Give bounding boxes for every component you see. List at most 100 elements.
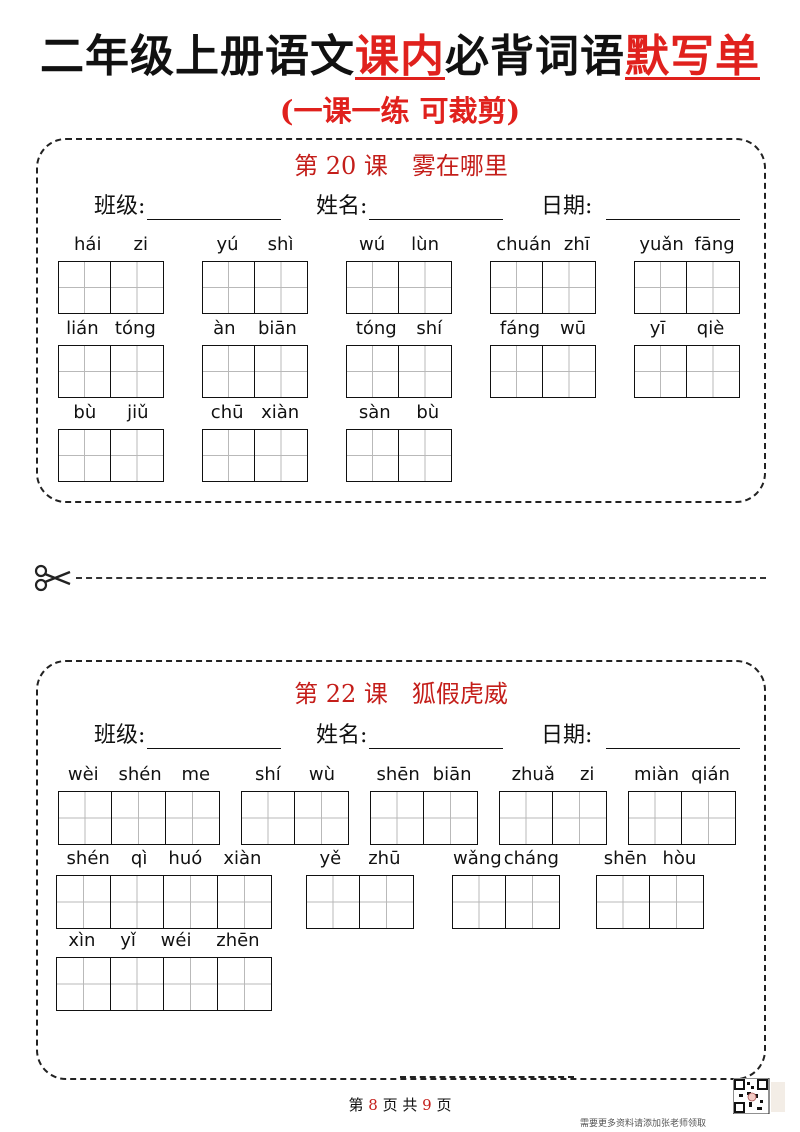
- writing-box[interactable]: [57, 958, 111, 1010]
- writing-box[interactable]: [597, 876, 651, 928]
- page-subtitle: (一课一练 可裁剪): [279, 94, 521, 128]
- pinyin-syllable: shí: [255, 764, 281, 785]
- pinyin-syllable: yě: [319, 848, 342, 869]
- name-field[interactable]: 姓名:: [316, 717, 504, 749]
- lesson-title: 第 22 课 狐假虎威: [294, 680, 508, 708]
- date-field[interactable]: 日期:: [541, 717, 741, 749]
- writing-boxes: [58, 261, 164, 314]
- writing-box[interactable]: [399, 262, 451, 313]
- writing-box[interactable]: [255, 346, 307, 397]
- pinyin-syllable: hòu: [662, 848, 697, 869]
- pinyin-syllable: jiǔ: [127, 402, 149, 423]
- writing-box[interactable]: [424, 792, 477, 844]
- writing-box[interactable]: [491, 346, 544, 397]
- writing-box[interactable]: [217, 958, 271, 1010]
- writing-box[interactable]: [553, 792, 606, 844]
- pinyin-syllable: shēn: [376, 764, 420, 785]
- pinyin-syllable: lùn: [411, 234, 439, 255]
- writing-box[interactable]: [165, 792, 220, 844]
- writing-box[interactable]: [295, 792, 348, 844]
- writing-box[interactable]: [399, 346, 451, 397]
- pinyin-syllable: zi: [133, 234, 148, 255]
- writing-boxes: [56, 875, 272, 929]
- date-field[interactable]: 日期:: [541, 188, 741, 220]
- writing-box[interactable]: [111, 262, 163, 313]
- pinyin-label: yě zhū: [306, 848, 414, 869]
- writing-box[interactable]: [112, 792, 166, 844]
- class-field[interactable]: 班级:: [94, 188, 282, 220]
- writing-box[interactable]: [543, 262, 595, 313]
- writing-box[interactable]: [629, 792, 683, 844]
- pinyin-syllable: zhī: [563, 234, 590, 255]
- writing-box[interactable]: [635, 346, 688, 397]
- pinyin-syllable: yǐ: [120, 930, 136, 951]
- writing-box[interactable]: [347, 430, 400, 481]
- pinyin-syllable: chuán: [496, 234, 552, 255]
- writing-box[interactable]: [217, 876, 271, 928]
- writing-box[interactable]: [650, 876, 703, 928]
- pinyin-syllable: hái: [74, 234, 102, 255]
- writing-boxes: [58, 429, 164, 482]
- pinyin-syllable: zhuǎ: [511, 764, 555, 785]
- writing-box[interactable]: [360, 876, 413, 928]
- writing-box[interactable]: [111, 346, 163, 397]
- writing-box[interactable]: [371, 792, 425, 844]
- writing-box[interactable]: [543, 346, 595, 397]
- writing-box[interactable]: [110, 876, 164, 928]
- class-field[interactable]: 班级:: [94, 717, 282, 749]
- pinyin-syllable: zhū: [368, 848, 401, 869]
- pinyin-syllable: shén: [118, 764, 162, 785]
- writing-box[interactable]: [687, 346, 739, 397]
- pinyin-syllable: fáng: [499, 318, 541, 339]
- pinyin-syllable: biān: [257, 318, 297, 339]
- pinyin-syllable: huó: [168, 848, 203, 869]
- writing-box[interactable]: [506, 876, 559, 928]
- pinyin-syllable: xiàn: [223, 848, 262, 869]
- writing-box[interactable]: [59, 262, 112, 313]
- pinyin-syllable: fāng: [694, 234, 735, 255]
- writing-box[interactable]: [347, 262, 400, 313]
- writing-box[interactable]: [255, 430, 307, 481]
- writing-box[interactable]: [453, 876, 507, 928]
- writing-box[interactable]: [307, 876, 361, 928]
- writing-box[interactable]: [255, 262, 307, 313]
- pinyin-syllable: bù: [416, 402, 440, 423]
- writing-box[interactable]: [500, 792, 554, 844]
- pinyin-syllable: wù: [308, 764, 335, 785]
- writing-boxes: [202, 261, 308, 314]
- writing-box[interactable]: [59, 430, 112, 481]
- writing-box[interactable]: [57, 876, 111, 928]
- writing-box[interactable]: [59, 346, 112, 397]
- writing-box[interactable]: [111, 430, 163, 481]
- writing-box[interactable]: [242, 792, 296, 844]
- writing-boxes: [241, 791, 349, 845]
- writing-box[interactable]: [59, 792, 113, 844]
- writing-box[interactable]: [347, 346, 400, 397]
- name-field[interactable]: 姓名:: [316, 188, 504, 220]
- writing-box[interactable]: [164, 958, 218, 1010]
- writing-box[interactable]: [682, 792, 735, 844]
- pinyin-syllable: qiè: [696, 318, 725, 339]
- writing-boxes: [370, 791, 478, 845]
- writing-box[interactable]: [164, 876, 218, 928]
- writing-box[interactable]: [491, 262, 544, 313]
- writing-box[interactable]: [635, 262, 688, 313]
- writing-box[interactable]: [110, 958, 164, 1010]
- writing-box[interactable]: [203, 262, 256, 313]
- writing-box[interactable]: [203, 346, 256, 397]
- writing-box[interactable]: [687, 262, 739, 313]
- writing-box[interactable]: [399, 430, 451, 481]
- writing-box[interactable]: [203, 430, 256, 481]
